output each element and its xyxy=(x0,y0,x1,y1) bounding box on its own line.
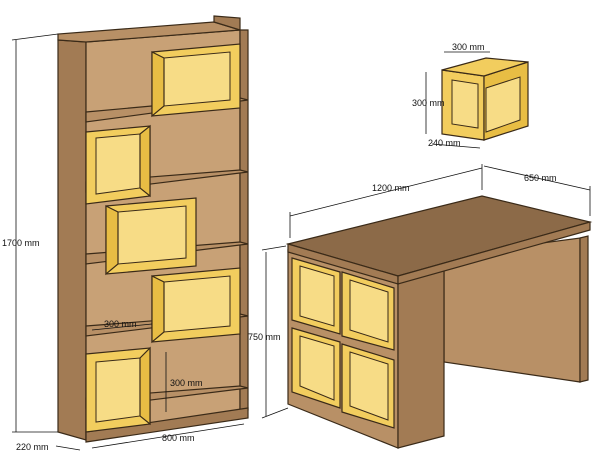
desk-leg-edge xyxy=(579,235,589,383)
bookcase-cube xyxy=(105,197,197,276)
desk-top-edge-right xyxy=(397,221,591,285)
wall-cube-height-label: 300 mm xyxy=(412,98,445,108)
bookcase-depth-label: 220 mm xyxy=(16,442,49,452)
bookcase-base xyxy=(85,407,249,443)
bookcase-cube-height-label: 300 mm xyxy=(170,378,203,388)
bookcase-cube xyxy=(151,267,241,344)
bookcase-side-panel xyxy=(57,39,87,441)
bookcase-width-label: 800 mm xyxy=(162,433,195,443)
bookcase-cube xyxy=(85,124,151,205)
desk-cube xyxy=(291,257,341,335)
wall-cube-depth-label: 240 mm xyxy=(428,138,461,148)
desk-cube xyxy=(291,327,341,409)
desk xyxy=(285,195,593,449)
bookcase-right-edge xyxy=(239,29,249,413)
desk-width-label: 1200 mm xyxy=(372,183,410,193)
bookcase xyxy=(57,15,249,443)
wall-cube-width-label: 300 mm xyxy=(452,42,485,52)
bookcase-height-label: 1700 mm xyxy=(2,238,40,248)
desk-height-label: 750 mm xyxy=(248,332,281,342)
desk-cube xyxy=(341,343,395,429)
desk-drawer-unit-side xyxy=(397,267,445,449)
desk-cube xyxy=(341,271,395,351)
wall-cube-dimensions xyxy=(425,51,490,149)
desk-dimensions xyxy=(261,164,591,419)
desk-depth-label: 650 mm xyxy=(524,173,557,183)
bookcase-dimensions xyxy=(11,33,245,451)
bookcase-cube xyxy=(85,346,151,433)
bookcase-cube xyxy=(151,43,241,118)
wall-cube xyxy=(441,57,529,141)
bookcase-cube-width-label: 300 mm xyxy=(104,319,137,329)
